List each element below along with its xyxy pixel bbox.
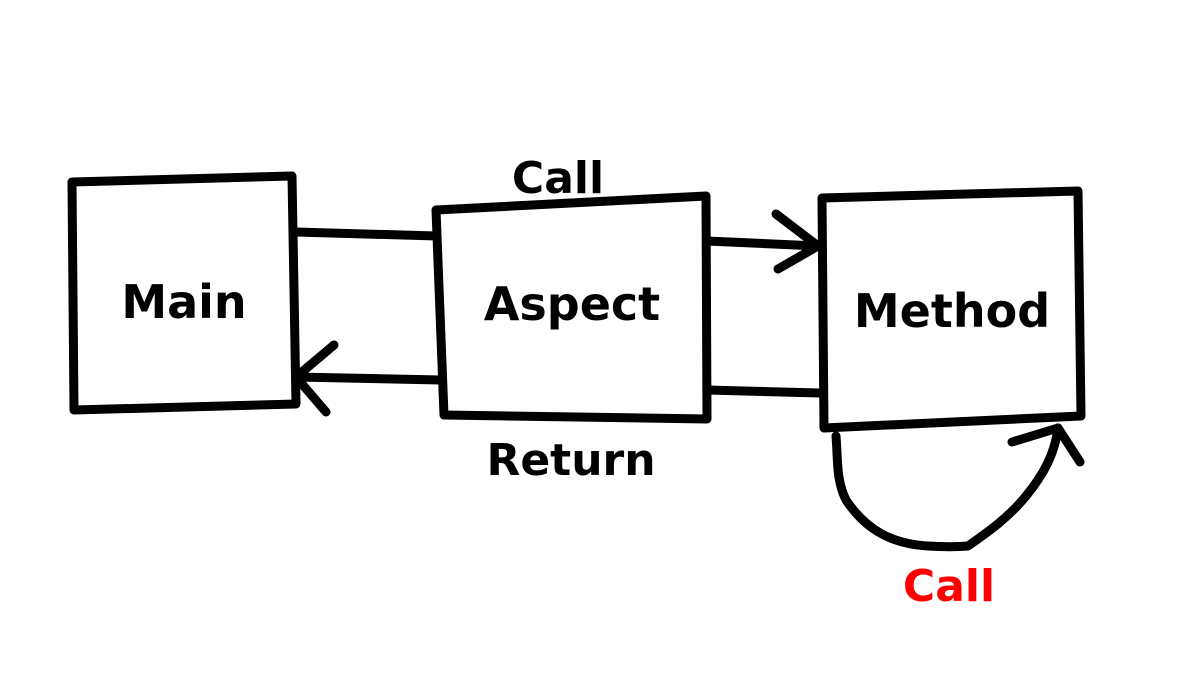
return-label: Return	[486, 435, 655, 486]
self-call-loop	[831, 423, 1085, 552]
call-label: Call	[512, 153, 604, 204]
arrowhead-up-icon	[1007, 423, 1085, 467]
main-box	[67, 171, 301, 415]
aspect-box	[431, 191, 712, 424]
method-label: Method	[854, 284, 1050, 338]
connector-aspect-method-call	[702, 209, 823, 274]
connector-aspect-main-return	[291, 340, 446, 417]
method-box	[817, 186, 1086, 433]
main-label: Main	[121, 275, 246, 329]
connector-method-aspect-bottom	[702, 385, 825, 398]
aspect-label: Aspect	[484, 277, 660, 331]
self-call-label: Call	[903, 561, 995, 612]
connector-main-aspect-top	[291, 227, 442, 241]
